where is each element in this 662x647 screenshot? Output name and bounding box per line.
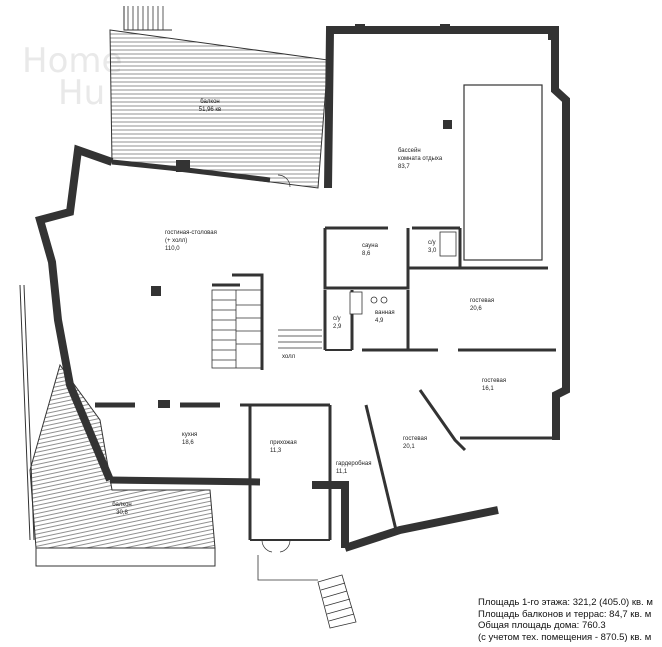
room-label-kitchen-line-2: 18,6 (182, 440, 194, 446)
room-label-pool-line-1: бассейн (398, 147, 421, 154)
room-label-bath-line-2: 4,9 (375, 318, 384, 324)
room-label-wc2-line-2: 2,9 (333, 324, 342, 330)
room-label-balcony-top-line-1: балкон (200, 99, 219, 105)
room-label-pool-line-3: 83,7 (398, 164, 410, 170)
walls (35, 26, 570, 552)
summary-total-with-tech: (с учетом тех. помещения - 870.5) кв. м (478, 631, 652, 643)
room-label-living-line-1: гостиная-столовая (165, 230, 217, 236)
room-label-guest3-line-1: гостевая (403, 436, 427, 442)
room-label-guest1-line-1: гостевая (470, 298, 494, 304)
entrance-steps (257, 555, 357, 629)
room-label-wardrobe-line-2: 11,1 (336, 469, 348, 475)
room-label-guest2-line-2: 16,1 (482, 386, 494, 392)
room-label-living-line-2: (+ холл) (165, 238, 187, 244)
watermark-line-1: Home (22, 41, 122, 81)
pool-basin (463, 84, 543, 261)
interior-staircase (211, 289, 322, 369)
door-swings (261, 174, 291, 553)
room-label-guest2-line-1: гостевая (482, 378, 506, 384)
room-label-balcony-bottom-line-1: балкон (112, 502, 131, 508)
room-label-entry-line-2: 11,3 (270, 448, 282, 454)
summary-floor-area: Площадь 1-го этажа: 321,2 (405.0) кв. м (478, 597, 653, 608)
watermark-line-2: Hu (58, 73, 105, 113)
area-summary: Площадь 1-го этажа: 321,2 (405.0) кв. м … (478, 597, 653, 643)
room-label-balcony-bottom-line-2: 30,8 (116, 510, 128, 516)
room-label-hall-line-1: холл (282, 354, 296, 360)
room-label-living-line-3: 110,0 (165, 246, 180, 252)
room-label-pool-line-2: комната отдыха (398, 156, 443, 162)
bath-fixtures (349, 231, 457, 315)
room-label-wc1-line-1: с/у (428, 240, 436, 246)
summary-balcony-area: Площадь балконов и террас: 84,7 кв. м (478, 608, 652, 620)
room-label-sauna-line-1: сауна (362, 243, 379, 249)
room-label-bath-line-1: ванная (375, 310, 395, 316)
room-label-guest1-line-2: 20,6 (470, 306, 482, 312)
room-label-sauna-line-2: 8,6 (362, 251, 371, 257)
room-label-wardrobe-line-1: гардеробная (336, 461, 371, 467)
balcony-top (109, 6, 329, 189)
room-labels: балкон 51,96 кв бассейн комната отдыха 83,7 г… (112, 99, 506, 516)
room-label-kitchen-line-1: кухня (182, 432, 197, 438)
room-label-guest3-line-2: 20,1 (403, 444, 415, 450)
room-label-wc2-line-1: с/у (333, 316, 341, 322)
summary-total-area: Общая площадь дома: 760.3 (478, 620, 606, 631)
balcony-bottom (19, 284, 216, 567)
room-label-balcony-top-line-2: 51,96 кв (199, 107, 222, 113)
columns (151, 24, 558, 408)
room-label-wc1-line-2: 3,0 (428, 248, 437, 254)
room-label-entry-line-1: прихожая (270, 440, 297, 446)
